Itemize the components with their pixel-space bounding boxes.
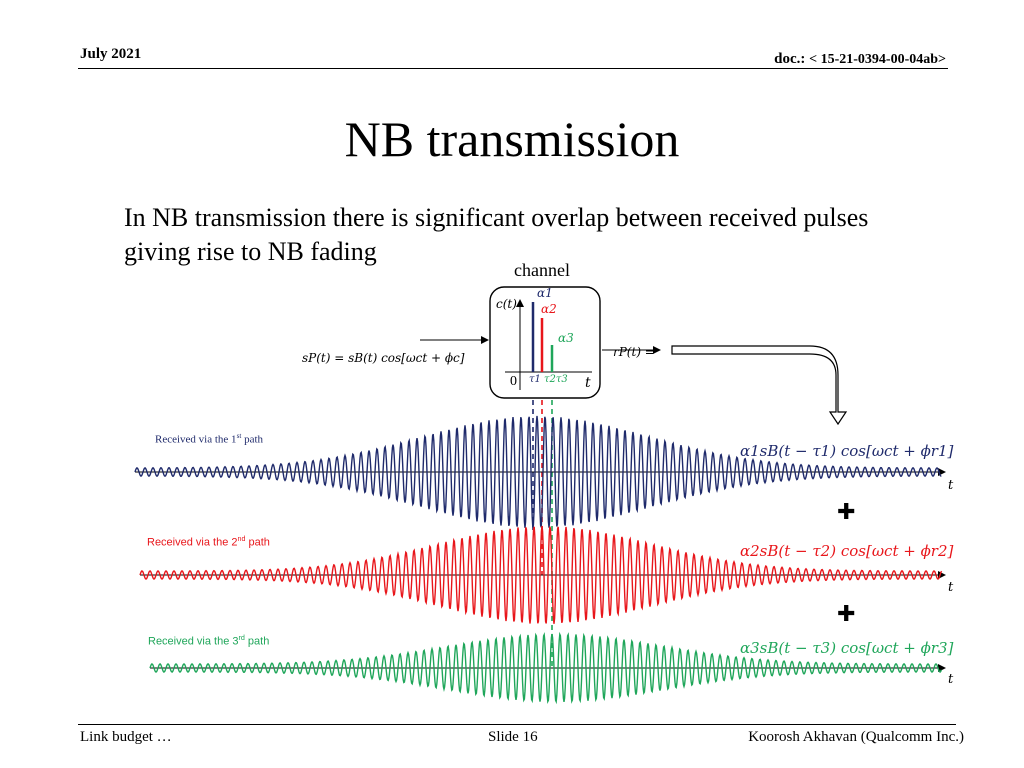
- path2-label-tail: path: [245, 536, 270, 549]
- header-doc-id: < 15-21-0394-00-04ab>: [809, 52, 946, 67]
- output-formula: rP(t) =: [613, 345, 655, 359]
- path1-label-tail: path: [241, 433, 264, 446]
- header-rule: [78, 68, 948, 69]
- path2-formula: α2sB(t − τ2) cos[ωct + ϕr2]: [740, 542, 954, 560]
- plus-icon-2: ✚: [837, 601, 856, 626]
- path1-label-main: Received via the 1: [155, 433, 237, 446]
- header-date: July 2021: [80, 46, 142, 62]
- path1-axis-label: t: [948, 478, 954, 493]
- output-bent-arrow: [671, 345, 848, 426]
- header-doc-prefix: doc.:: [774, 51, 810, 67]
- header-doc: doc.: < 15-21-0394-00-04ab>: [774, 51, 946, 68]
- channel-box: [489, 286, 601, 399]
- waveform-path-3: [149, 631, 943, 705]
- path3-label: Received via the 3rd path: [148, 634, 269, 648]
- input-formula: sP(t) = sB(t) cos[ωct + ϕc]: [302, 351, 465, 365]
- body-line-2: giving rise to NB fading: [124, 237, 377, 266]
- path3-label-sup: rd: [238, 634, 245, 642]
- path3-label-tail: path: [244, 635, 270, 648]
- body-line-1: In NB transmission there is significant …: [124, 203, 869, 232]
- path3-formula: α3sB(t − τ3) cos[ωct + ϕr3]: [740, 639, 954, 657]
- slide-title: NB transmission: [344, 111, 680, 167]
- alpha-2-label: α2: [541, 302, 557, 316]
- waveform-path-1: [134, 415, 942, 528]
- alpha-3-label: α3: [558, 331, 574, 345]
- path1-label-sup: st: [236, 432, 242, 440]
- path2-label-main: Received via the 2: [147, 536, 238, 549]
- waveform-path-2: [139, 525, 943, 624]
- channel-time-label: t: [585, 375, 591, 391]
- path2-label: Received via the 2nd path: [147, 535, 270, 549]
- path2-label-sup: nd: [237, 535, 246, 543]
- path3-label-main: Received via the 3: [148, 635, 239, 648]
- channel-label: channel: [514, 260, 570, 280]
- footer-left: Link budget …: [80, 729, 172, 745]
- footer-right: Koorosh Akhavan (Qualcomm Inc.): [748, 729, 964, 745]
- alpha-1-label: α1: [537, 286, 553, 300]
- origin-label: 0: [510, 374, 517, 389]
- footer-rule: [78, 724, 956, 725]
- path1-label: Received via the 1st path: [155, 432, 263, 446]
- path2-axis-label: t: [948, 580, 954, 595]
- impulse-label: c(t): [496, 297, 517, 311]
- tau-1-label: τ1: [529, 374, 541, 385]
- path1-formula: α1sB(t − τ1) cos[ωct + ϕr1]: [740, 442, 954, 460]
- path3-axis-label: t: [948, 672, 954, 687]
- footer-center: Slide 16: [488, 729, 538, 745]
- tau-23-label: τ2τ3: [544, 374, 568, 385]
- plus-icon-1: ✚: [837, 499, 856, 524]
